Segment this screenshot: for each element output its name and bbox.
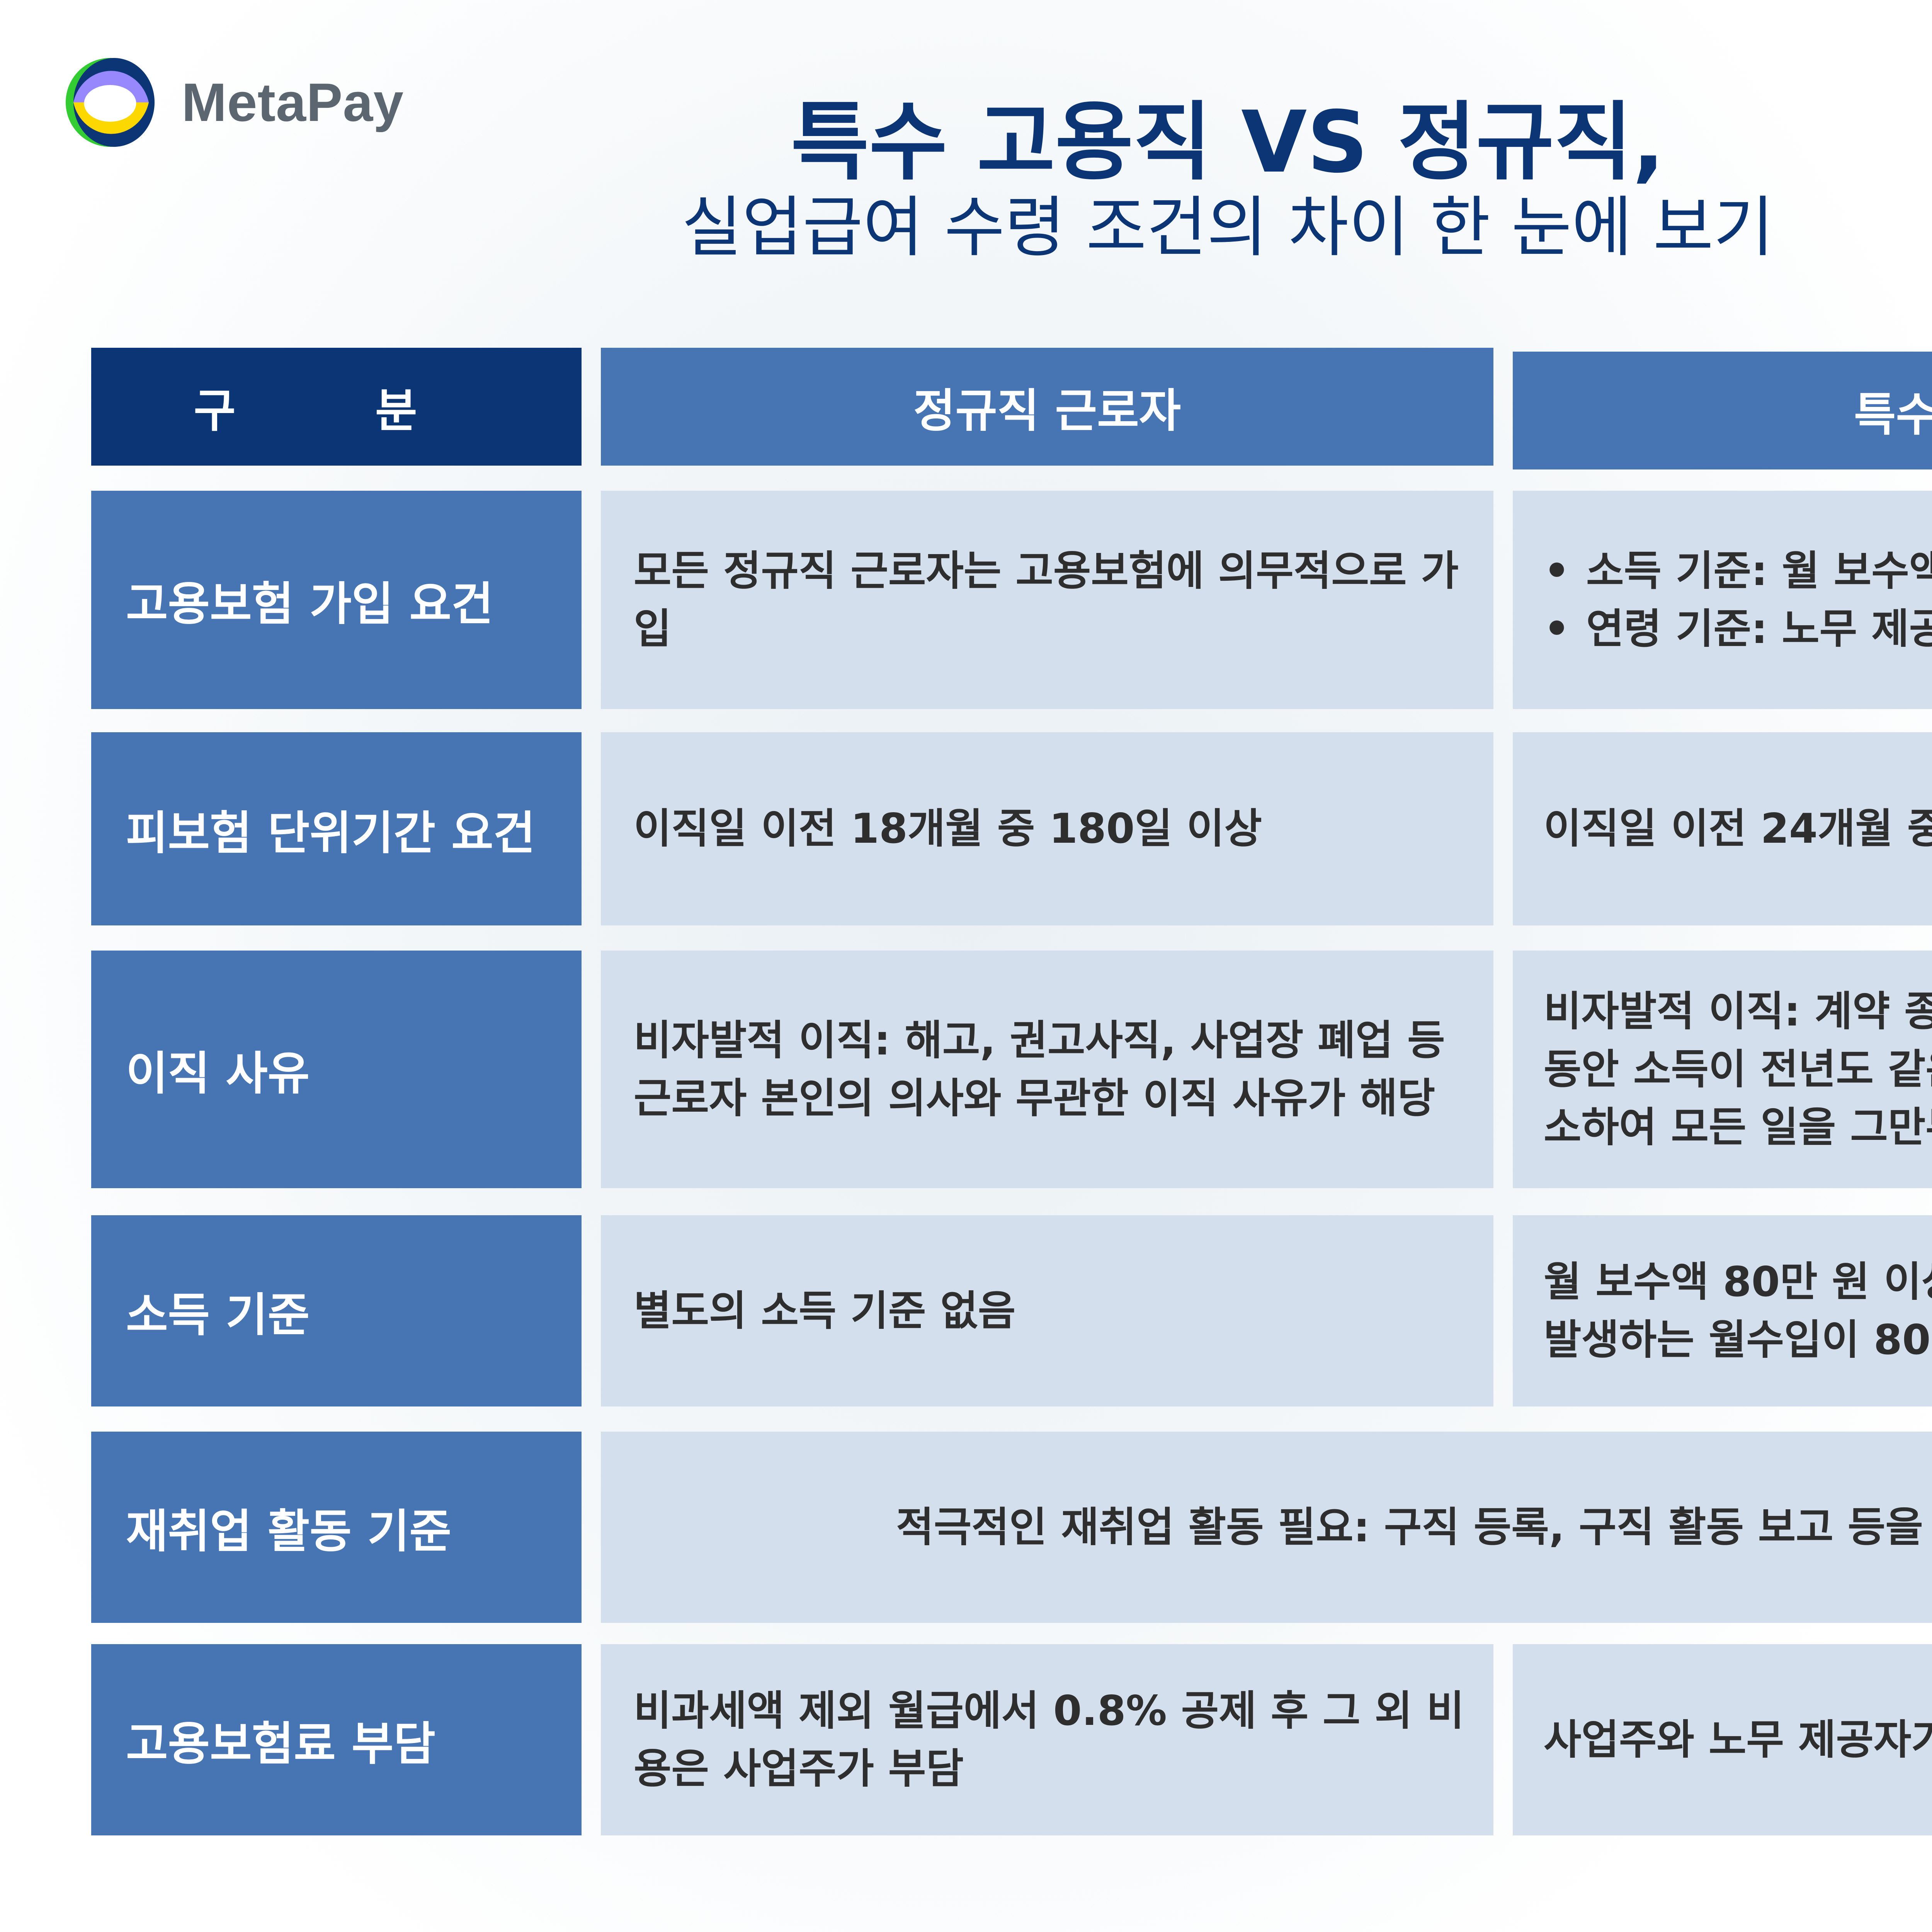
row-label-income-criteria: 소득 기준 bbox=[91, 1215, 582, 1406]
cell-text: 별도의 소득 기준 없음 bbox=[634, 1287, 1016, 1335]
row-label-text: 소득 기준 bbox=[126, 1288, 310, 1342]
cell-regular-separation-reason: 비자발적 이직: 해고, 권고사직, 사업장 폐업 등 근로자 본인의 의사와 … bbox=[601, 951, 1493, 1188]
metapay-logo-icon bbox=[62, 54, 158, 151]
header-special-label: 특수 고용직 bbox=[1854, 388, 1932, 441]
row-label-insured-period: 피보험 단위기간 요건 bbox=[91, 732, 582, 925]
row-label-separation-reason: 이직 사유 bbox=[91, 951, 582, 1188]
cell-text: 비자발적 이직: 계약 종료, 사업장 폐업, 3개월 동안 소득이 전년도 같… bbox=[1544, 987, 1932, 1151]
cell-text: 이직일 이전 18개월 중 180일 이상 bbox=[634, 805, 1262, 852]
row-label-text: 고용보험 가입 요건 bbox=[126, 577, 493, 631]
row-label-text: 이직 사유 bbox=[126, 1047, 310, 1100]
cell-text: 적극적인 재취업 활동 필요: 구직 등록, 구직 활동 보고 등을 통해 확인 bbox=[896, 1503, 1932, 1551]
cell-text: 비자발적 이직: 해고, 권고사직, 사업장 폐업 등 근로자 본인의 의사와 … bbox=[634, 1016, 1445, 1122]
cell-text: 사업주와 노무 제공자가 각각 50%씩 분담 bbox=[1544, 1716, 1932, 1764]
brand-name: MetaPay bbox=[182, 72, 404, 133]
cell-special-income-criteria: 월 보수액 80만 원 이상: 노무제공계약으로부터 발생하는 월수입이 80만… bbox=[1513, 1215, 1932, 1406]
bullet-list: 소득 기준: 월 보수액 80만 원 이상 연령 기준: 노무 제공 시작 시점… bbox=[1544, 542, 1932, 658]
row-label-insurance-eligibility: 고용보험 가입 요건 bbox=[91, 491, 582, 709]
cell-regular-premium-burden: 비과세액 제외 월급에서 0.8% 공제 후 그 외 비용은 사업주가 부담 bbox=[601, 1644, 1493, 1835]
page-subtitle: 실업급여 수령 조건의 차이 한 눈에 보기 bbox=[682, 189, 1774, 266]
cell-special-premium-burden: 사업주와 노무 제공자가 각각 50%씩 분담 bbox=[1513, 1644, 1932, 1835]
cell-regular-income-criteria: 별도의 소득 기준 없음 bbox=[601, 1215, 1493, 1406]
cell-text: 이직일 이전 24개월 중 12개월(365일) 이상 bbox=[1544, 805, 1932, 852]
row-label-text: 피보험 단위기간 요건 bbox=[126, 806, 536, 860]
row-label-text: 고용보험료 부담 bbox=[126, 1717, 436, 1770]
header-special: 특수 고용직 bbox=[1513, 352, 1932, 469]
bullet-item-age: 연령 기준: 노무 제공 시작 시점에 65세 미만 bbox=[1544, 600, 1932, 658]
row-label-text: 재취업 활동 기준 bbox=[126, 1505, 452, 1558]
header-regular: 정규직 근로자 bbox=[601, 348, 1493, 466]
header-category: 구 분 bbox=[91, 348, 582, 466]
cell-merged-reemployment-activity: 적극적인 재취업 활동 필요: 구직 등록, 구직 활동 보고 등을 통해 확인 bbox=[601, 1432, 1932, 1623]
cell-regular-insurance-eligibility: 모든 정규직 근로자는 고용보험에 의무적으로 가입 bbox=[601, 491, 1493, 709]
cell-regular-insured-period: 이직일 이전 18개월 중 180일 이상 bbox=[601, 732, 1493, 925]
cell-text: 모든 정규직 근로자는 고용보험에 의무적으로 가입 bbox=[634, 547, 1459, 653]
bullet-item-income: 소득 기준: 월 보수액 80만 원 이상 bbox=[1544, 542, 1932, 600]
header-category-label: 구 분 bbox=[194, 384, 479, 437]
page-title: 특수 고용직 VS 정규직, bbox=[791, 93, 1665, 192]
row-label-reemployment-activity: 재취업 활동 기준 bbox=[91, 1432, 582, 1623]
cell-text: 월 보수액 80만 원 이상: 노무제공계약으로부터 발생하는 월수입이 80만… bbox=[1544, 1258, 1932, 1364]
cell-special-separation-reason: 비자발적 이직: 계약 종료, 사업장 폐업, 3개월 동안 소득이 전년도 같… bbox=[1513, 951, 1932, 1188]
brand-logo: MetaPay bbox=[62, 54, 404, 151]
cell-text: 비과세액 제외 월급에서 0.8% 공제 후 그 외 비용은 사업주가 부담 bbox=[634, 1687, 1464, 1793]
row-label-premium-burden: 고용보험료 부담 bbox=[91, 1644, 582, 1835]
cell-special-insurance-eligibility: 소득 기준: 월 보수액 80만 원 이상 연령 기준: 노무 제공 시작 시점… bbox=[1513, 491, 1932, 709]
cell-special-insured-period: 이직일 이전 24개월 중 12개월(365일) 이상 bbox=[1513, 732, 1932, 925]
header-regular-label: 정규직 근로자 bbox=[913, 384, 1181, 437]
